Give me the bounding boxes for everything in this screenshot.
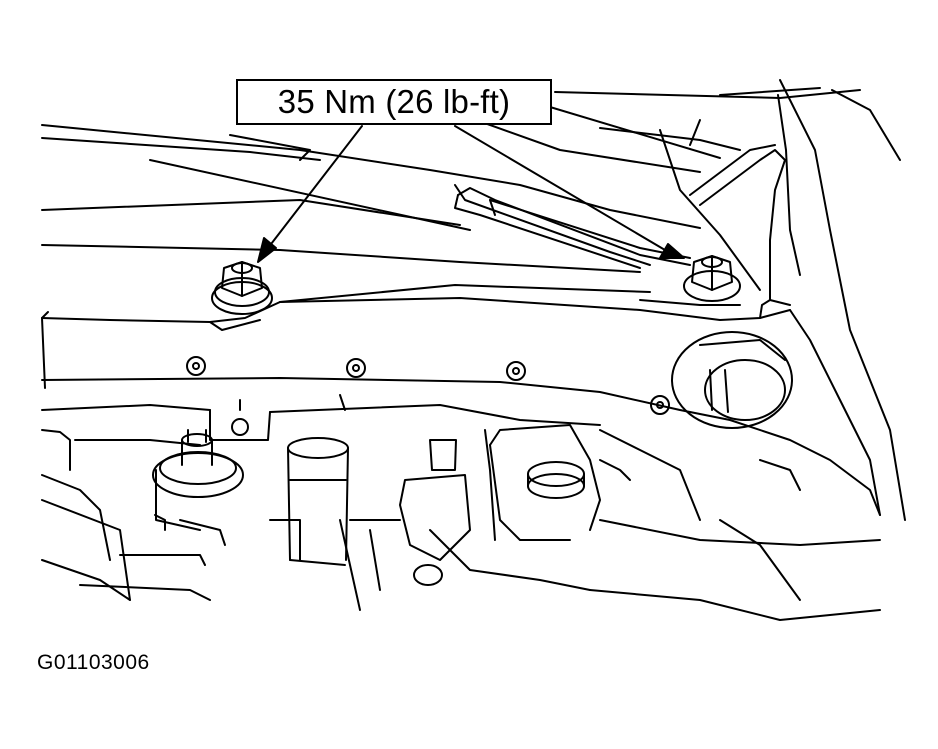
callout-arrows — [257, 125, 685, 263]
cylinder-post — [269, 437, 349, 566]
reservoir-cap — [484, 424, 601, 541]
torque-spec-callout: 35 Nm (26 lb-ft) — [236, 79, 552, 125]
left-bolt — [211, 261, 273, 315]
figure-reference-code: G01103006 — [37, 651, 150, 674]
upper-structure-lines — [41, 79, 906, 521]
vacuum-actuator — [152, 429, 244, 531]
bracket-holes — [186, 356, 670, 415]
cowl-bracket — [41, 284, 881, 516]
sensor-assembly — [339, 439, 591, 611]
right-bolt — [683, 255, 741, 302]
lower-components — [41, 394, 601, 601]
torque-spec-label: 35 Nm (26 lb-ft) — [277, 83, 511, 120]
round-mount — [671, 331, 793, 429]
wiper-arm — [454, 187, 691, 269]
support-arm — [689, 144, 786, 301]
lower-right-structure — [589, 429, 881, 621]
